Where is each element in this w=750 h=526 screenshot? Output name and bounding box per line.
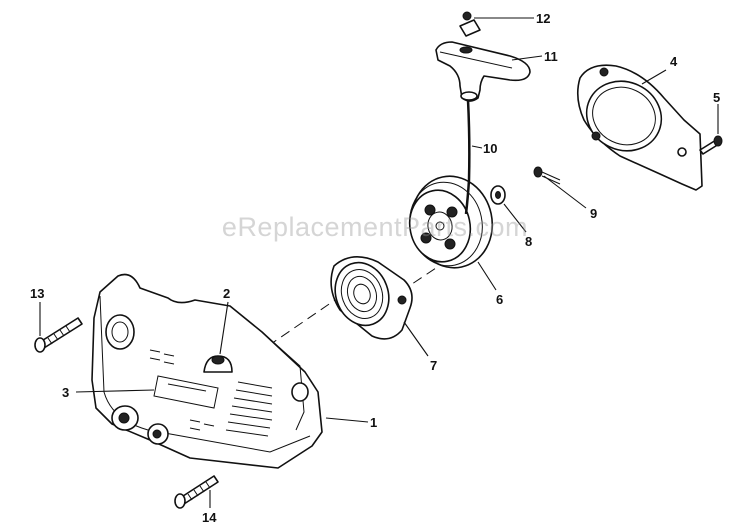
callout-12: 12: [536, 11, 550, 26]
callout-3: 3: [62, 385, 69, 400]
part-washer: [490, 185, 506, 205]
part-screw-13: [34, 317, 83, 353]
leader-9: [543, 175, 587, 209]
callout-1: 1: [370, 415, 377, 430]
callout-9: 9: [590, 206, 597, 221]
callout-5: 5: [713, 90, 720, 105]
part-recoil-spring-reel: [330, 256, 413, 340]
callout-11: 11: [544, 49, 558, 64]
leader-10: [471, 145, 483, 149]
callout-8: 8: [525, 234, 532, 249]
watermark-text: eReplacementParts.com: [221, 212, 529, 242]
part-screw-9: [533, 166, 561, 185]
callout-2: 2: [223, 286, 230, 301]
callout-7: 7: [430, 358, 437, 373]
part-screw-14: [174, 475, 219, 509]
leader-6: [477, 261, 497, 291]
leader-2: [219, 301, 229, 355]
callout-6: 6: [496, 292, 503, 307]
part-screw-5: [699, 135, 723, 155]
part-starter-rope: [464, 99, 471, 215]
leader-11: [511, 55, 543, 61]
callout-13: 13: [30, 286, 44, 301]
part-starter-handle: [435, 41, 531, 102]
leader-7: [403, 321, 429, 357]
leader-8: [503, 203, 527, 233]
callout-10: 10: [483, 141, 497, 156]
part-starter-housing: [91, 273, 323, 469]
alignment-line-housing-to-pulley: [267, 299, 336, 347]
part-cover-plate: [576, 64, 703, 191]
callout-14: 14: [202, 510, 217, 525]
callout-4: 4: [670, 54, 678, 69]
leader-4: [641, 69, 667, 85]
leader-3: [75, 389, 155, 393]
leader-1: [325, 417, 369, 423]
part-rope-pulley: [408, 175, 494, 269]
part-retainer-clip: [459, 11, 481, 37]
